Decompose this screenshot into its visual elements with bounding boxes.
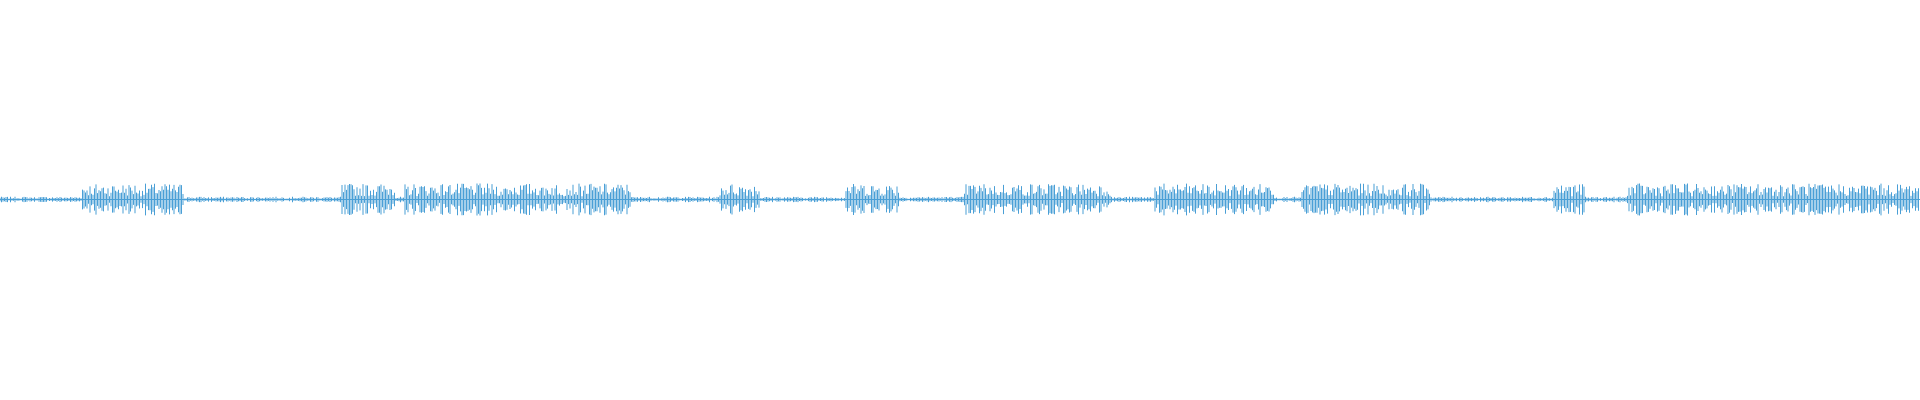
waveform-samples: [0, 183, 1919, 216]
